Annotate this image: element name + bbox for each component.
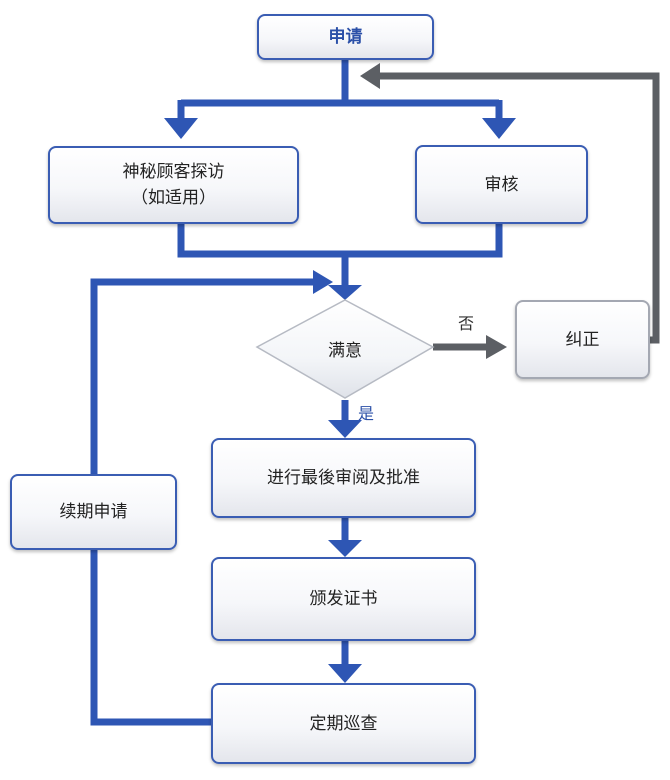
arrowhead-to-mystery [164,118,198,139]
connector-apply-split [177,60,503,118]
arrowhead-renew-merge [313,270,333,294]
issue-certificate-label: 颁发证书 [309,589,378,609]
final-review-node: 进行最後审阅及批准 [211,438,476,518]
periodic-patrol-node: 定期巡查 [211,683,476,764]
satisfied-decision-label: 满意 [328,340,362,361]
arrowhead-return-apply [360,63,380,89]
apply-label: 申请 [328,27,363,47]
arrowhead-to-final [328,420,362,438]
arrowhead-to-correct [486,335,507,359]
apply-node: 申请 [257,14,434,60]
correct-label: 纠正 [565,329,600,350]
renew-label: 续期申请 [59,502,128,522]
final-review-label: 进行最後审阅及批准 [267,468,420,488]
arrowhead-to-satisfied [328,285,362,300]
renew-node: 续期申请 [10,474,177,550]
review-node: 审核 [415,145,588,224]
mystery-shopper-note: （如适用） [131,188,216,208]
arrowhead-to-issue [328,540,362,557]
mystery-shopper-label: 神秘顾客探访 [122,162,225,182]
connector-correct-return [378,72,660,344]
mystery-shopper-node: 神秘顾客探访 （如适用） [48,146,299,224]
connector-merge [177,220,503,286]
satisfied-diamond-shape [255,299,435,399]
review-label: 审核 [484,174,519,195]
correct-node: 纠正 [515,300,650,379]
issue-certificate-node: 颁发证书 [211,557,476,641]
periodic-patrol-label: 定期巡查 [309,713,378,734]
edge-label-no: 否 [458,314,475,333]
arrowhead-to-review [482,118,516,139]
edge-label-yes: 是 [358,404,375,423]
arrowhead-to-patrol [328,664,362,683]
